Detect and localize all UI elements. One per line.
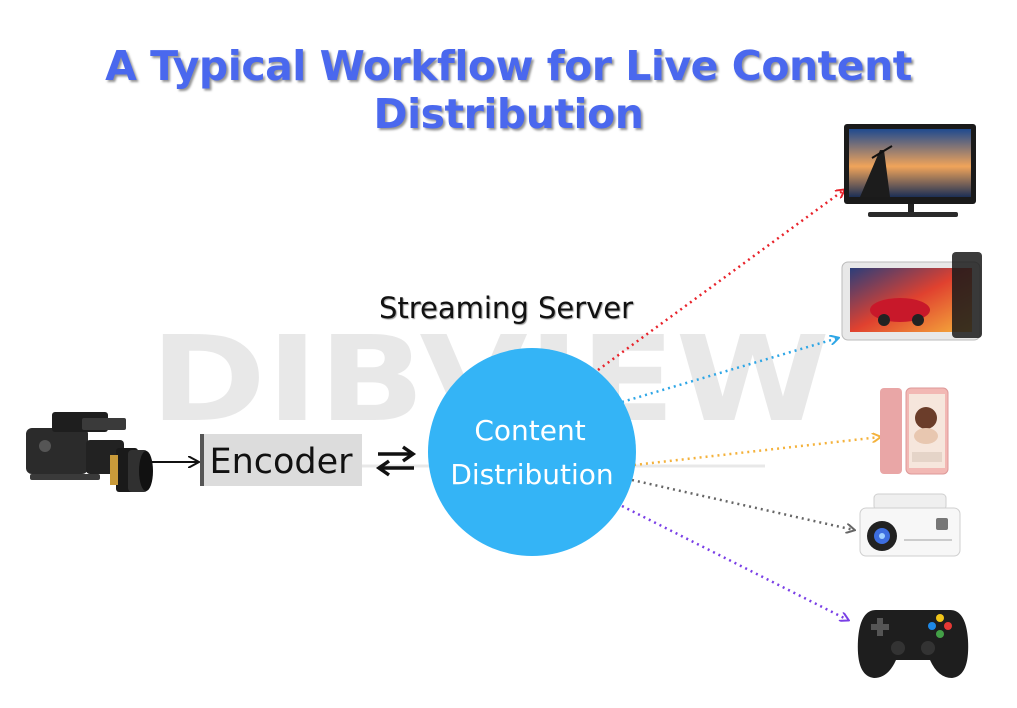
- content-distribution-node: Content Distribution: [428, 348, 636, 556]
- encoder-label: Encoder: [209, 442, 353, 482]
- tablet-icon: [841, 252, 982, 341]
- video-camera-icon: [26, 412, 153, 492]
- bidirectional-arrow-icon: [375, 445, 417, 477]
- page-title: A Typical Workflow for Live Content Dist…: [105, 42, 912, 138]
- link-to-projector: [631, 478, 854, 530]
- gamepad-icon: [857, 610, 969, 678]
- link-to-tablet: [621, 338, 838, 404]
- distribution-links: [597, 190, 880, 620]
- encoder-box-edge: [200, 434, 204, 486]
- streaming-server-label: Streaming Server: [379, 291, 633, 325]
- encoder-node: Encoder: [200, 434, 362, 486]
- link-to-gamepad: [621, 504, 848, 620]
- distribution-label-line2: Distribution: [450, 458, 613, 491]
- monitor-icon: [844, 124, 976, 217]
- smartphone-icon: [880, 387, 949, 475]
- projector-icon: [859, 493, 961, 557]
- encoder-box: [200, 434, 362, 486]
- distribution-circle: [428, 348, 636, 556]
- distribution-label-line1: Content: [474, 414, 585, 447]
